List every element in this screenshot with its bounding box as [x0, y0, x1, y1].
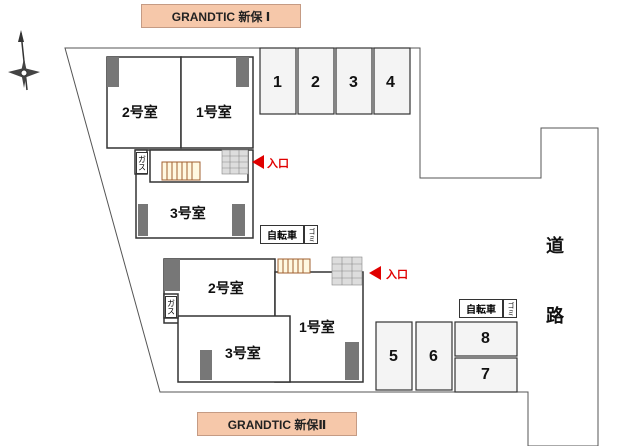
entrance-tiles-1 [221, 149, 249, 175]
garbage-1: ゴミ [304, 225, 318, 244]
parking-7: 7 [481, 366, 490, 383]
parking-4: 4 [386, 74, 395, 91]
bicycle-parking-1: 自転車 [260, 225, 304, 244]
parking-2: 2 [311, 74, 320, 91]
b2-gas-label: ガス [165, 296, 177, 318]
b2-room-1: 1号室 [297, 317, 337, 337]
b1-entrance-label: 入口 [267, 158, 289, 170]
banner-top: GRANDTIC 新保 Ⅰ [141, 4, 301, 28]
parking-6: 6 [429, 348, 438, 365]
parking-3: 3 [349, 74, 358, 91]
entrance-arrow-icon [369, 266, 381, 280]
banner-bottom: GRANDTIC 新保Ⅱ [197, 412, 357, 436]
b1-room-2: 2号室 [120, 102, 160, 122]
parking-spaces [259, 47, 518, 393]
b2-room-3: 3号室 [223, 343, 263, 363]
bicycle-parking-2: 自転車 [459, 299, 503, 318]
entrance-arrow-icon [252, 155, 264, 169]
b2-entrance-label: 入口 [386, 269, 408, 281]
b1-room-3: 3号室 [168, 203, 208, 223]
parking-1: 1 [273, 74, 282, 91]
b1-gas-label: ガス [136, 152, 148, 174]
parking-5: 5 [389, 348, 398, 365]
road-char-1: 道 [546, 236, 564, 256]
road-char-2: 路 [546, 306, 564, 326]
entrance-tiles-2 [331, 256, 363, 286]
b1-room-1: 1号室 [194, 102, 234, 122]
garbage-2: ゴミ [503, 299, 517, 318]
stairs-icon [277, 258, 311, 274]
stairs-icon [161, 161, 201, 181]
b2-room-2: 2号室 [206, 278, 246, 298]
compass-icon [8, 30, 40, 91]
parking-8: 8 [481, 330, 490, 347]
